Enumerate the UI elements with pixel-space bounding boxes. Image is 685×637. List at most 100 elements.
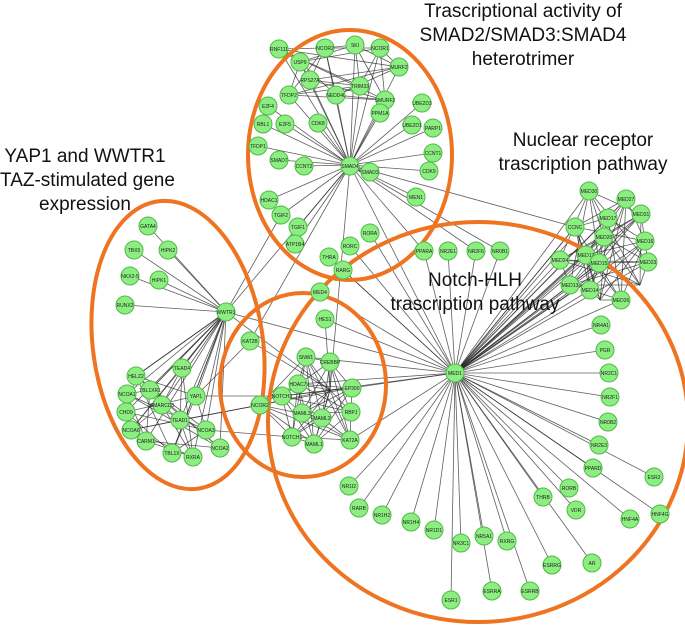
node-hes1: HES1 bbox=[315, 309, 335, 329]
smad-mesh-edge-7-10 bbox=[288, 85, 361, 96]
edge-ncor1-to-hub bbox=[349, 47, 381, 166]
node-circle bbox=[258, 96, 278, 116]
node-esr1: ESR1 bbox=[441, 590, 461, 610]
edge-nr2e1-to-hub bbox=[447, 250, 456, 374]
yap-cluster-outline bbox=[89, 198, 267, 492]
node-rorb: RORB bbox=[559, 478, 579, 498]
smad-cluster-label: Trascriptional activity of SMAD2/SMAD3:S… bbox=[408, 0, 638, 72]
node-hipk2: HIPK2 bbox=[158, 240, 178, 260]
edge-rarg-to-hub bbox=[342, 269, 456, 374]
node-tbl1xr1: TBL1XR1 bbox=[139, 380, 161, 400]
node-notch3: NOTCH3 bbox=[272, 386, 293, 406]
node-circle bbox=[279, 85, 299, 105]
node-thra: THRA bbox=[319, 247, 339, 267]
node-rbpj: RBPJ bbox=[341, 402, 361, 422]
node-label: NCOA1 bbox=[118, 392, 135, 398]
edge-tead1-to-hub bbox=[179, 311, 227, 421]
node-ncoa2: NCOA2 bbox=[210, 438, 230, 458]
node-ncor2: NCOR2 bbox=[250, 395, 270, 415]
node-label: NOTCH3 bbox=[272, 394, 293, 400]
node-med17: MED17 bbox=[598, 208, 618, 228]
smad-cluster-outline bbox=[246, 28, 454, 282]
node-label: NR2F6 bbox=[468, 249, 484, 255]
node-nr1i2: NR1I2 bbox=[339, 476, 359, 496]
node-circle bbox=[644, 467, 664, 487]
node-label: KAT2B bbox=[242, 339, 258, 345]
node-e2f4: E2F4 bbox=[258, 96, 278, 116]
node-circle bbox=[583, 458, 603, 478]
node-circle bbox=[304, 434, 324, 454]
yap-label-line2: TAZ-stimulated gene bbox=[0, 170, 175, 191]
node-label: ESRRB bbox=[521, 589, 539, 595]
edge-esr1-to-hub bbox=[450, 372, 456, 601]
node-circle bbox=[419, 161, 439, 181]
mediator-edge-6-14 bbox=[603, 236, 641, 286]
node-label: NR1I2 bbox=[342, 484, 356, 490]
edge-hnf4g-to-hub bbox=[454, 372, 661, 515]
mediator-edge-0-10 bbox=[588, 190, 600, 264]
edge-nr2f1-to-hub bbox=[454, 372, 611, 398]
node-nr2e3: NR2E3 bbox=[589, 435, 609, 455]
node-circle bbox=[389, 57, 409, 77]
node-label: ESR2 bbox=[647, 475, 660, 481]
node-nr0b1: NR0B1 bbox=[490, 241, 510, 261]
node-label: CCNC bbox=[568, 225, 583, 231]
node-label: ESRRA bbox=[483, 589, 501, 595]
node-label: CCNT2 bbox=[296, 164, 313, 170]
node-label: RBPJ bbox=[345, 410, 358, 416]
node-circle bbox=[598, 412, 618, 432]
node-label: E2F4 bbox=[262, 104, 274, 110]
node-label: CDK9 bbox=[422, 169, 436, 175]
node-label: PPARA bbox=[416, 249, 433, 255]
node-circle bbox=[638, 252, 658, 272]
node-circle bbox=[635, 231, 655, 251]
edge-men1-to-hub bbox=[349, 164, 417, 198]
node-ccnc: CCNC bbox=[565, 217, 585, 237]
node-med26: MED26 bbox=[611, 290, 631, 310]
node-murf2: MURF2 bbox=[389, 57, 409, 77]
node-yap1: YAP1 bbox=[186, 386, 206, 406]
node-tgif2: TGIF2 bbox=[271, 205, 291, 225]
bridge-edge-2 bbox=[225, 311, 331, 391]
node-circle bbox=[474, 526, 494, 546]
node-label: RXRA bbox=[186, 455, 201, 461]
node-label: CREBBP bbox=[320, 360, 341, 366]
node-label: NCOA3 bbox=[197, 428, 214, 434]
node-circle bbox=[582, 553, 602, 573]
node-nr2f6: NR2F6 bbox=[466, 241, 486, 261]
node-circle bbox=[599, 363, 619, 383]
edge-med26-to-hub bbox=[454, 299, 622, 374]
edge-rorc-to-hub bbox=[349, 245, 456, 374]
node-hnf4a: HNF4A bbox=[620, 509, 640, 529]
node-atp1b4: ATP1B4 bbox=[285, 234, 305, 254]
node-circle bbox=[542, 555, 562, 575]
yap-mesh-edge-3-9 bbox=[125, 411, 207, 431]
node-nr4a1: NR4A1 bbox=[591, 315, 611, 335]
node-label: RORC bbox=[343, 244, 358, 250]
notch-mesh-edge-0-10 bbox=[281, 387, 353, 397]
mediator-edge-2-10 bbox=[598, 213, 642, 264]
node-circle bbox=[210, 438, 230, 458]
node-circle bbox=[370, 38, 390, 58]
node-circle bbox=[566, 500, 586, 520]
node-label: TEAD4 bbox=[174, 366, 190, 372]
node-label: THRB bbox=[536, 495, 550, 501]
node-label: MED4 bbox=[313, 290, 327, 296]
notch-cluster-label: Notch-HLH trascription pathway bbox=[380, 269, 570, 317]
node-circle bbox=[285, 234, 305, 254]
edge-hdac1-to-hub bbox=[268, 164, 351, 201]
node-esr2: ESR2 bbox=[644, 467, 664, 487]
bridge-edge-24 bbox=[324, 318, 456, 374]
node-notch1: NOTCH1 bbox=[282, 427, 302, 447]
node-circle bbox=[616, 189, 636, 209]
node-circle bbox=[370, 103, 390, 123]
bridge-edge-6 bbox=[181, 311, 227, 369]
node-circle bbox=[349, 498, 369, 518]
node-circle bbox=[520, 581, 540, 601]
node-ccnt2: CCNT2 bbox=[294, 156, 314, 176]
node-label: RXRG bbox=[500, 539, 515, 545]
node-label: SMAD7 bbox=[270, 158, 287, 164]
node-gata4: GATA4 bbox=[138, 216, 158, 236]
node-circle bbox=[565, 217, 585, 237]
